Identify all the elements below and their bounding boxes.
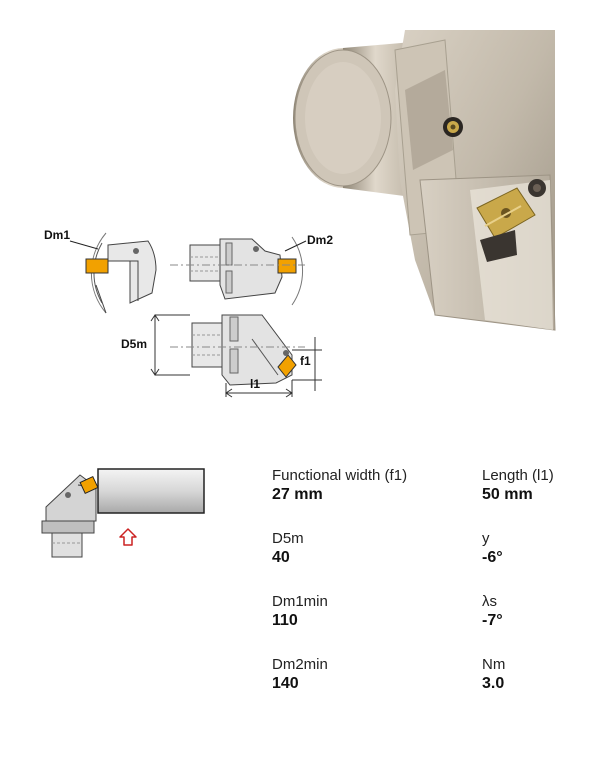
spec-y: y -6° (482, 530, 592, 567)
spec-functional-width: Functional width (f1) 27 mm (272, 467, 472, 504)
view-dm1 (69, 232, 157, 314)
spec-value: -7° (482, 612, 503, 629)
spec-value: 40 (272, 549, 290, 566)
view-main (150, 314, 322, 398)
dimension-drawing (69, 232, 322, 398)
spec-label: Dm2min (272, 656, 328, 673)
spec-label: Functional width (f1) (272, 467, 408, 484)
spec-label: λs (482, 593, 497, 610)
spec-value: 110 (272, 612, 298, 629)
spec-value: 50 mm (482, 486, 533, 503)
label-f1: f1 (300, 354, 311, 368)
spec-label: Length (l1) (482, 467, 554, 484)
label-d5m: D5m (121, 337, 148, 351)
label-dm1: Dm1 (44, 228, 71, 242)
spec-label: D5m (272, 530, 304, 547)
label-l1: l1 (250, 377, 261, 391)
spec-value: -6° (482, 549, 503, 566)
spec-dm2min: Dm2min 140 (272, 656, 472, 693)
spec-label: y (482, 530, 490, 547)
spec-dm1min: Dm1min 110 (272, 593, 472, 630)
spec-value: 140 (272, 675, 299, 692)
view-dm2 (170, 236, 307, 306)
product-photo (293, 30, 556, 331)
spec-value: 3.0 (482, 675, 505, 692)
spec-d5m: D5m 40 (272, 530, 472, 567)
label-dm2: Dm2 (307, 233, 334, 247)
spec-lambda-s: λs -7° (482, 593, 592, 630)
application-sketch (41, 468, 205, 558)
spec-label: Dm1min (272, 593, 328, 610)
spec-value: 27 mm (272, 486, 323, 503)
spec-label: Nm (482, 656, 506, 673)
spec-length: Length (l1) 50 mm (482, 467, 592, 504)
spec-nm: Nm 3.0 (482, 656, 592, 693)
